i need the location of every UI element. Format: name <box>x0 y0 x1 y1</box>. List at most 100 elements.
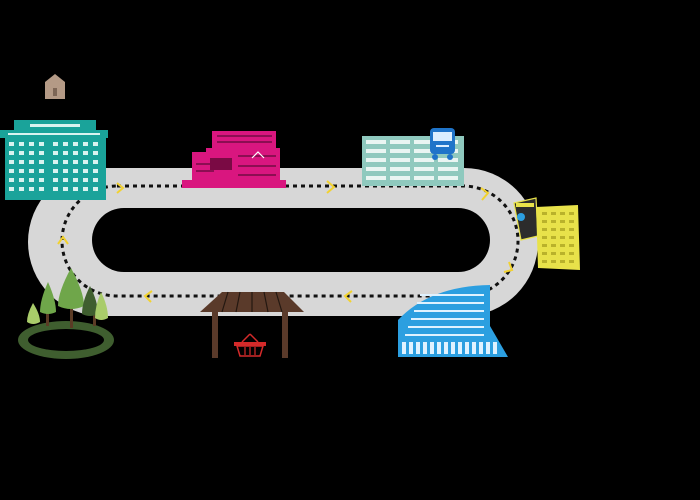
magenta-shop-building-icon <box>182 131 286 188</box>
window <box>569 228 574 231</box>
bus-icon <box>430 128 455 160</box>
window <box>93 142 98 146</box>
window <box>73 142 78 146</box>
window <box>569 212 574 215</box>
window <box>444 342 448 354</box>
window <box>53 169 58 173</box>
window <box>83 178 88 182</box>
window <box>9 151 14 155</box>
track-infield <box>92 208 490 272</box>
window <box>542 236 547 239</box>
window <box>414 140 434 144</box>
window <box>29 169 34 173</box>
window <box>73 151 78 155</box>
window <box>560 220 565 223</box>
window <box>19 151 24 155</box>
window <box>93 187 98 191</box>
teal-building-windows <box>9 142 98 191</box>
shopping-basket-icon <box>234 333 266 357</box>
window <box>390 140 410 144</box>
window <box>19 160 24 164</box>
window <box>551 236 556 239</box>
window <box>416 342 420 354</box>
window <box>414 167 434 171</box>
window <box>560 260 565 263</box>
window <box>39 187 44 191</box>
window <box>409 342 413 354</box>
window <box>29 151 34 155</box>
window <box>366 140 386 144</box>
direction-arrow-icon <box>57 235 69 245</box>
window <box>19 169 24 173</box>
wooden-gate-icon <box>200 291 304 358</box>
window <box>551 228 556 231</box>
window <box>542 244 547 247</box>
window <box>39 151 44 155</box>
window <box>551 220 556 223</box>
window <box>29 187 34 191</box>
window <box>551 252 556 255</box>
window <box>19 178 24 182</box>
route-dashed-line <box>60 184 520 298</box>
window <box>390 158 410 162</box>
window <box>73 169 78 173</box>
window <box>551 212 556 215</box>
direction-arrow-icon <box>480 187 490 201</box>
window <box>39 178 44 182</box>
window <box>63 178 68 182</box>
direction-arrow-icon <box>116 182 125 194</box>
window <box>63 142 68 146</box>
window <box>53 151 58 155</box>
window <box>390 176 410 180</box>
window <box>39 169 44 173</box>
window <box>458 342 462 354</box>
window <box>9 169 14 173</box>
window <box>93 169 98 173</box>
window <box>29 160 34 164</box>
window <box>93 151 98 155</box>
window <box>73 178 78 182</box>
window <box>53 187 58 191</box>
window <box>63 160 68 164</box>
window <box>366 167 386 171</box>
window <box>542 228 547 231</box>
window <box>560 252 565 255</box>
window <box>29 142 34 146</box>
window <box>465 342 469 354</box>
window <box>430 342 434 354</box>
window <box>9 187 14 191</box>
window <box>414 310 484 312</box>
direction-arrows <box>57 180 514 303</box>
window <box>63 169 68 173</box>
window <box>93 160 98 164</box>
window <box>542 260 547 263</box>
window <box>366 149 386 153</box>
direction-arrow-icon <box>343 290 353 303</box>
window <box>73 187 78 191</box>
window <box>39 142 44 146</box>
window <box>19 187 24 191</box>
window <box>83 142 88 146</box>
window <box>366 158 386 162</box>
window <box>366 176 386 180</box>
window <box>542 212 547 215</box>
window <box>83 169 88 173</box>
window <box>486 342 490 354</box>
window <box>569 244 574 247</box>
window <box>542 252 547 255</box>
window <box>408 326 484 328</box>
window <box>39 160 44 164</box>
window <box>19 142 24 146</box>
direction-arrow-icon <box>143 290 153 303</box>
window <box>451 342 455 354</box>
park-trees-icon <box>18 268 114 359</box>
window <box>53 178 58 182</box>
small-house-icon <box>45 74 65 99</box>
window <box>63 151 68 155</box>
window <box>560 236 565 239</box>
window <box>423 342 427 354</box>
window <box>560 244 565 247</box>
window <box>390 167 410 171</box>
window <box>29 178 34 182</box>
